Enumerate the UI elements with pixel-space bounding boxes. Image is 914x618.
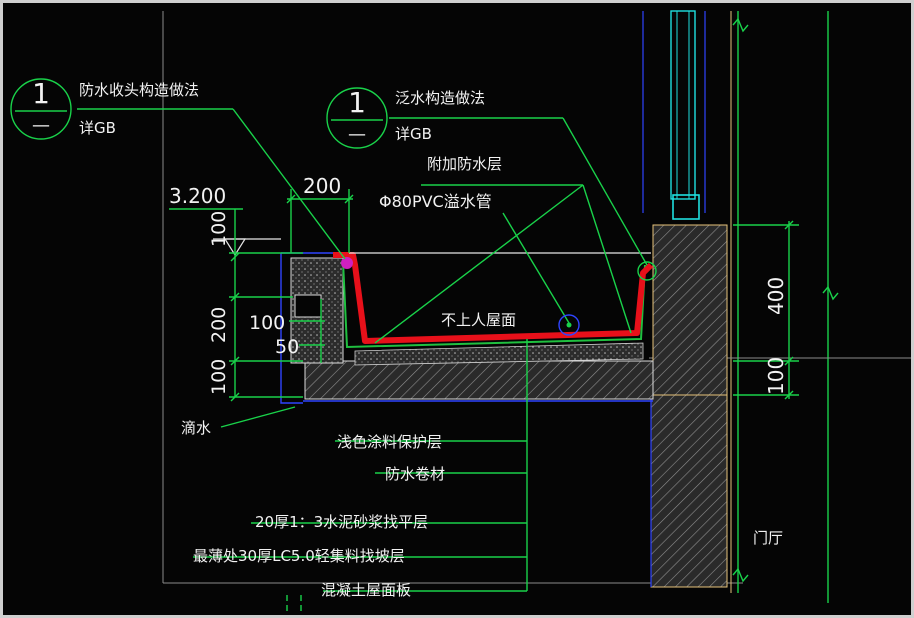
detail-ref: 详GB	[395, 125, 432, 143]
drain-pipe-label: Φ80PVC溢水管	[379, 192, 492, 211]
roof-label: 不上人屋面	[441, 311, 516, 329]
waterproof-membrane	[333, 252, 654, 344]
structural-column	[650, 394, 728, 588]
layer-label: 20厚1：3水泥砂浆找平层	[255, 513, 428, 531]
parapet-outline	[280, 253, 303, 404]
screed-layer	[354, 342, 644, 366]
detail-callout-2[interactable]	[326, 87, 388, 149]
drain-pipe-section	[558, 314, 580, 336]
dimension-tick	[784, 356, 794, 366]
dimension-text: 200	[208, 307, 230, 343]
dimension-tick	[784, 390, 794, 400]
detail-sheet-dash: —	[32, 115, 50, 136]
leader-line	[562, 117, 648, 266]
parapet-detail-drawing: 1 — 1 — 防水收头构造做法 详GB 泛水构造做法 详GB 附加防水层 Φ8…	[10, 10, 911, 615]
layer-label: 混凝土屋面板	[321, 581, 411, 599]
leader-line	[220, 406, 296, 428]
detail-title: 泛水构造做法	[395, 89, 485, 107]
window-frame	[670, 10, 696, 200]
layer-label: 浅色涂料保护层	[337, 433, 442, 451]
leader-line	[232, 108, 346, 260]
detail-ref: 详GB	[79, 119, 116, 137]
detail-number: 1	[32, 77, 50, 110]
detail-callout-1[interactable]	[10, 78, 72, 140]
dimension-tick	[286, 194, 296, 204]
dimension-text: 100	[208, 211, 230, 247]
dimension-text: 50	[275, 336, 299, 358]
detail-sheet-dash: —	[348, 124, 366, 145]
elevation-value: 3.200	[169, 184, 226, 208]
dimension-tick	[784, 220, 794, 230]
membrane-termination-point	[341, 257, 353, 269]
break-symbol	[732, 17, 749, 33]
extra-waterproof-label: 附加防水层	[427, 155, 502, 173]
leader-line	[502, 212, 570, 324]
roof-slab	[304, 360, 654, 400]
dimension-tick	[344, 194, 354, 204]
parapet-notch	[294, 294, 322, 318]
dimension-text: 100	[764, 357, 788, 395]
break-symbol	[732, 567, 749, 583]
flashing-marker	[637, 261, 657, 281]
window-sill	[672, 194, 700, 220]
dimension-text: 100	[249, 312, 285, 334]
detail-title: 防水收头构造做法	[79, 81, 199, 99]
leader-line	[374, 184, 584, 344]
parapet-wall-right	[652, 224, 728, 396]
dimension-tick	[230, 252, 240, 262]
leader-line	[582, 184, 632, 334]
dimension-text: 200	[303, 174, 341, 198]
hall-label: 门厅	[753, 529, 783, 547]
detail-number: 1	[348, 86, 366, 119]
break-symbol	[822, 285, 839, 301]
dimension-text: 400	[764, 277, 788, 315]
dimension-text: 100	[208, 359, 230, 395]
layer-label: 防水卷材	[385, 465, 445, 483]
drip-label: 滴水	[181, 419, 211, 437]
layer-label: 最薄处30厚LC5.0轻集料找坡层	[193, 547, 405, 565]
drain-pipe-center	[566, 322, 572, 328]
